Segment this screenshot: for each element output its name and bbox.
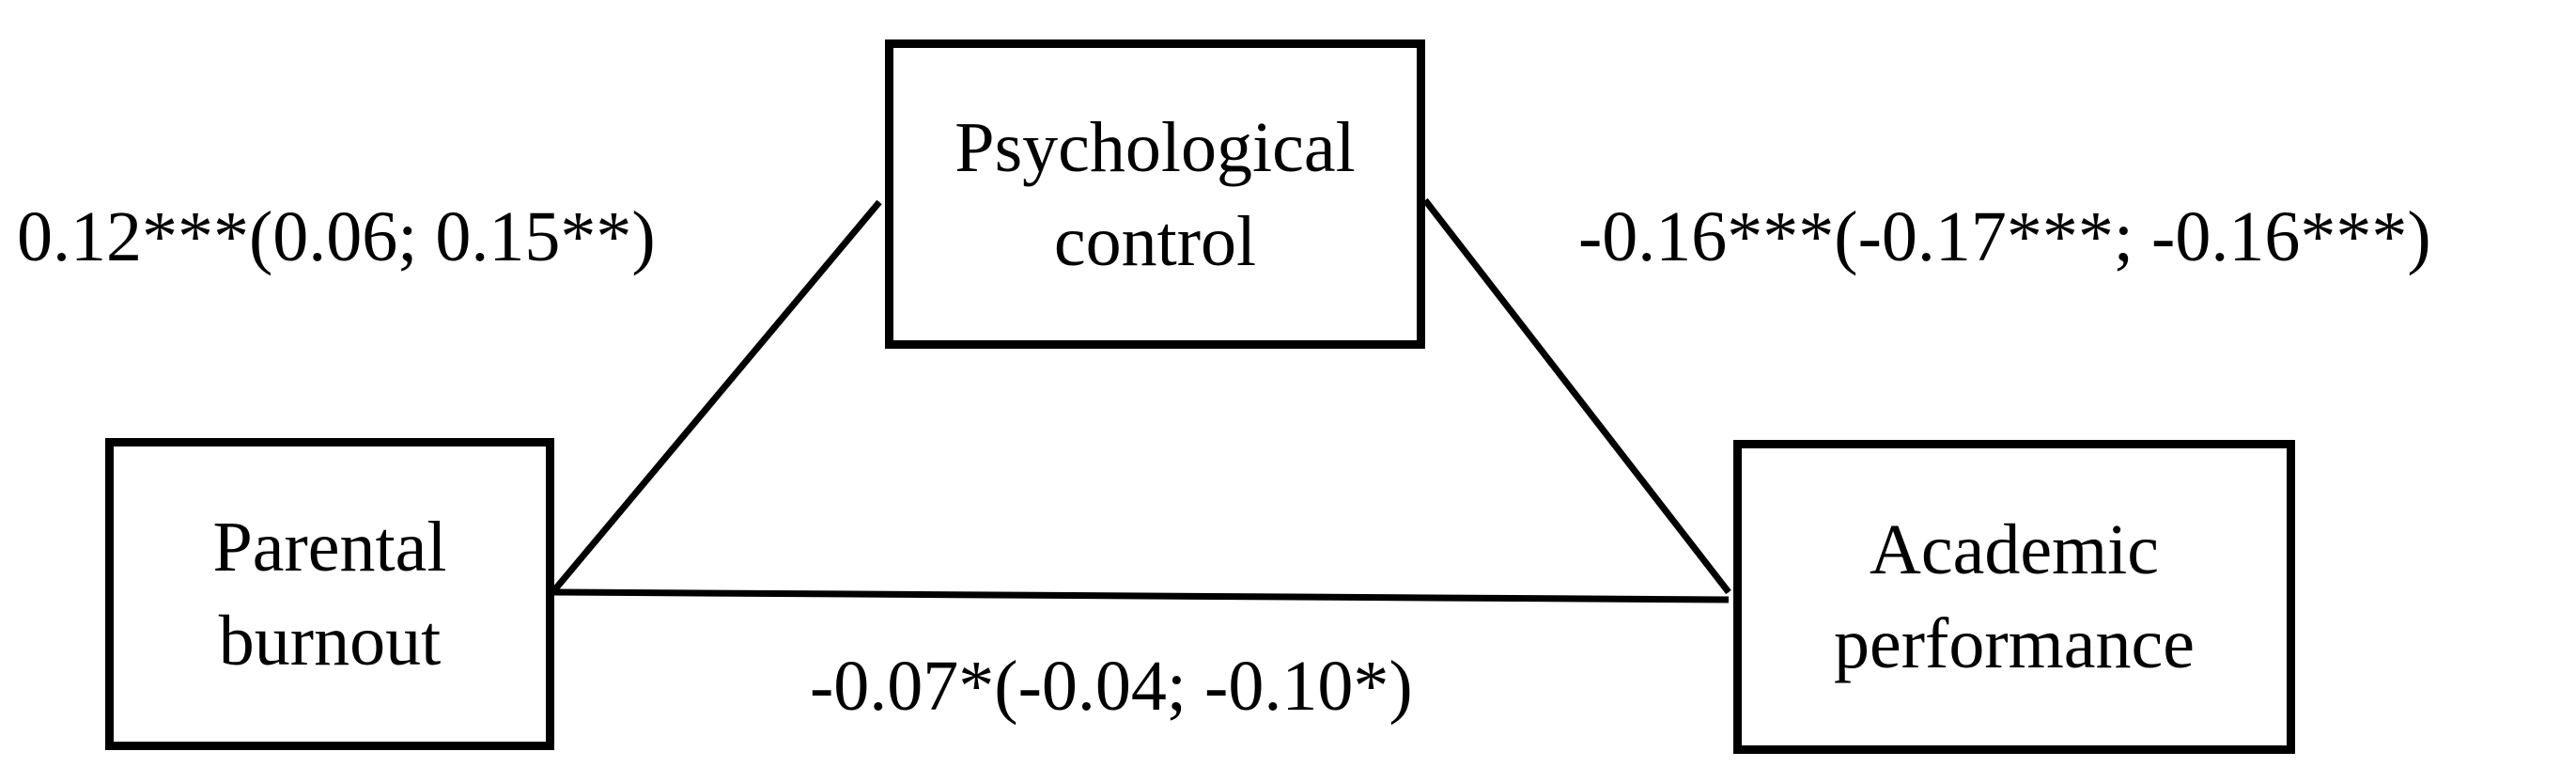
arrow-control-to-performance bbox=[1422, 197, 1731, 595]
path-c-coefficient: -0.07*(-0.04; -0.10*) bbox=[810, 647, 1413, 726]
node-label-parental-burnout: Parental burnout bbox=[212, 508, 447, 681]
node-label-academic-performance: Academic performance bbox=[1834, 510, 2195, 683]
arrow-burnout-to-performance bbox=[553, 588, 1730, 603]
path-a-coefficient: 0.12***(0.06; 0.15**) bbox=[17, 197, 656, 276]
node-psychological-control: Psychological control bbox=[885, 39, 1425, 349]
path-b-coefficient: -0.16***(-0.17***; -0.16***) bbox=[1578, 197, 2431, 276]
arrow-burnout-to-control bbox=[551, 199, 882, 593]
node-parental-burnout: Parental burnout bbox=[105, 438, 554, 750]
node-label-psychological-control: Psychological control bbox=[954, 107, 1356, 281]
node-academic-performance: Academic performance bbox=[1733, 440, 2295, 754]
